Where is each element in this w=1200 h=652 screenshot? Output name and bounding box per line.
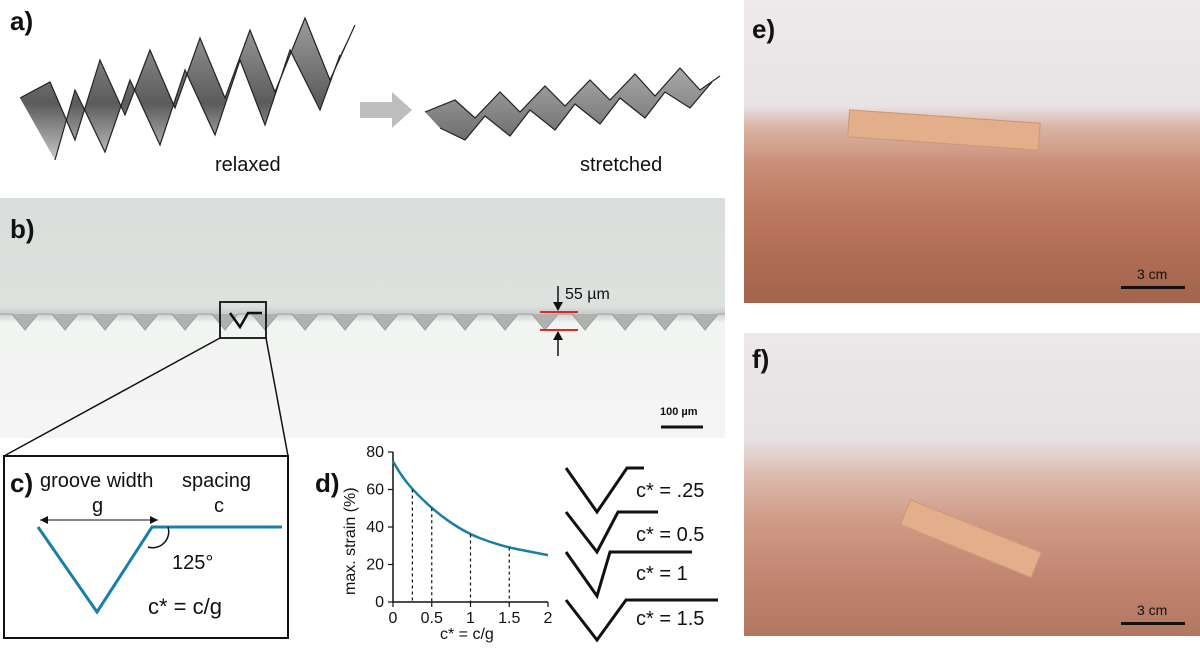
chart-x-axis-label: c* = c/g xyxy=(440,626,494,643)
panel-d-label: d) xyxy=(315,468,340,498)
x-tick-label: 0.5 xyxy=(421,610,443,627)
glyph-label-4: c* = 1.5 xyxy=(636,608,705,630)
glyph-label-3: c* = 1 xyxy=(636,563,688,585)
y-tick-label: 40 xyxy=(366,519,384,536)
glyph-label-2: c* = 0.5 xyxy=(636,524,705,546)
y-tick-label: 60 xyxy=(366,482,384,499)
angle-label: 125° xyxy=(172,552,214,574)
photo-f-scale-label: 3 cm xyxy=(1137,602,1168,618)
stretched-accordion xyxy=(424,67,721,141)
relaxed-label: relaxed xyxy=(215,154,281,176)
photo-f-knuckle xyxy=(744,333,1200,636)
relaxed-accordion xyxy=(19,16,356,161)
y-tick-label: 20 xyxy=(366,557,384,574)
stretch-arrow xyxy=(360,92,412,128)
groove-depth-label: 55 µm xyxy=(565,286,610,303)
photo-e-scale-label: 3 cm xyxy=(1137,266,1168,282)
x-tick-label: 1.5 xyxy=(498,610,520,627)
spacing-symbol: c xyxy=(214,495,224,517)
panel-b-label: b) xyxy=(10,214,35,244)
y-tick-label: 0 xyxy=(375,594,384,611)
strain-curve xyxy=(391,460,549,557)
y-tick-label: 80 xyxy=(366,444,384,461)
spacing-label: spacing xyxy=(182,470,251,492)
micrograph-scale-label: 100 µm xyxy=(660,406,698,418)
panel-c-label: c) xyxy=(10,468,34,498)
panel-e-label: e) xyxy=(752,14,776,44)
panel-f-label: f) xyxy=(752,344,770,374)
panel-a-label: a) xyxy=(10,6,34,36)
groove-width-symbol: g xyxy=(92,495,104,517)
x-tick-label: 1 xyxy=(466,610,475,627)
x-tick-label: 2 xyxy=(544,610,553,627)
photo-f-scale-bar xyxy=(1121,622,1185,625)
glyph-label-1: c* = .25 xyxy=(636,480,705,502)
ratio-formula: c* = c/g xyxy=(148,594,222,619)
x-tick-label: 0 xyxy=(389,610,398,627)
stretched-label: stretched xyxy=(580,154,663,176)
groove-width-label: groove width xyxy=(40,470,154,492)
photo-e-finger xyxy=(744,0,1200,303)
micrograph-image xyxy=(0,198,725,438)
photo-e-scale-bar xyxy=(1121,286,1185,289)
